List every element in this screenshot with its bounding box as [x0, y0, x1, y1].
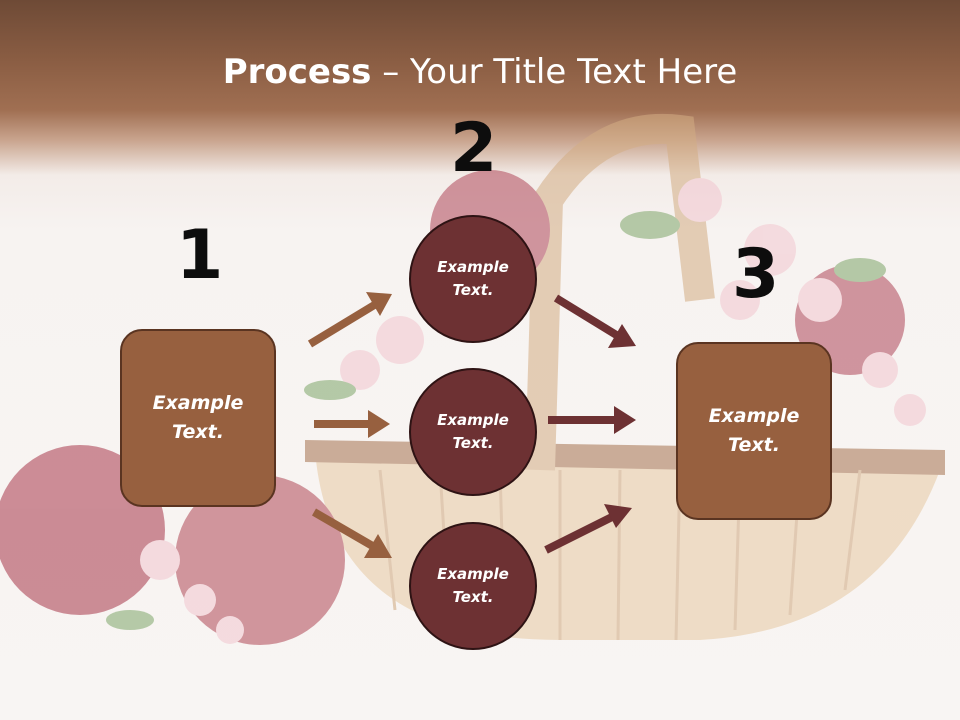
arrow-to-top — [307, 292, 392, 348]
arrow-from-bottom — [544, 504, 632, 554]
step-box-1[interactable]: Example Text. — [120, 329, 276, 507]
circle-top[interactable]: Example Text. — [409, 215, 537, 343]
step-number-2: 2 — [450, 109, 498, 188]
arrow-to-middle — [314, 410, 390, 438]
arrow-from-top — [553, 294, 636, 348]
title-rest: – Your Title Text Here — [371, 52, 738, 92]
circle-middle[interactable]: Example Text. — [409, 368, 537, 496]
circle-bottom[interactable]: Example Text. — [409, 522, 537, 650]
arrow-to-bottom — [311, 508, 392, 558]
title-bold: Process — [222, 52, 372, 92]
slide-title: Process – Your Title Text Here — [0, 52, 960, 92]
step-number-1: 1 — [176, 216, 224, 295]
arrow-from-middle — [548, 406, 636, 434]
step-box-3[interactable]: Example Text. — [676, 342, 832, 520]
step-number-3: 3 — [732, 235, 780, 314]
